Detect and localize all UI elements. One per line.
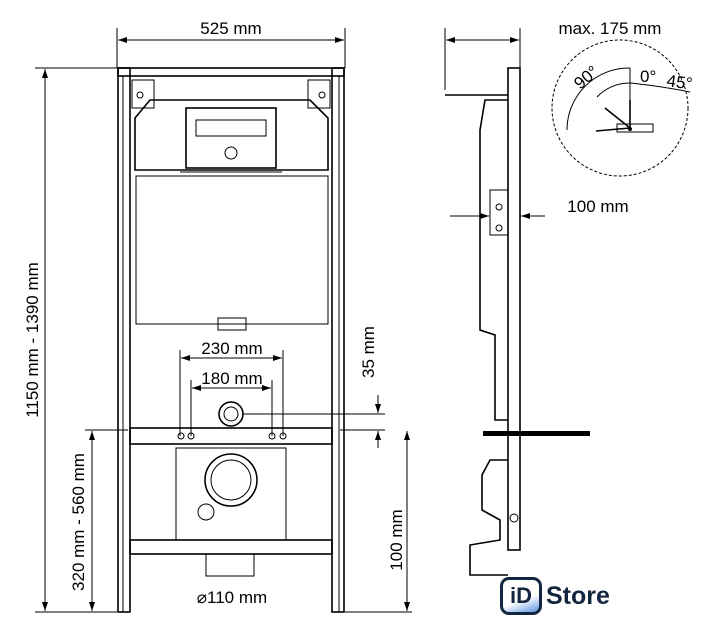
lower-height-label: 320 mm - 560 mm	[69, 453, 88, 591]
logo-text: Store	[546, 581, 610, 610]
angle-detail: 90° 0° 45°	[551, 39, 694, 177]
floor-bar	[483, 431, 590, 436]
inner-spacing-label: 180 mm	[201, 369, 262, 388]
angle-0-label: 0°	[640, 67, 656, 86]
height-dimension: 1150 mm - 1390 mm 320 mm - 560 mm	[23, 67, 128, 613]
drain-label: ⌀110 mm	[197, 588, 267, 607]
front-frame	[117, 67, 345, 613]
wall-label: 100 mm	[567, 197, 628, 216]
width-dimension: 525 mm	[116, 19, 346, 68]
idstore-logo: iD Store	[500, 577, 610, 615]
offset-dimension: 35 mm	[243, 326, 385, 448]
width-label: 525 mm	[200, 19, 261, 38]
spacing-dimensions: 230 mm 180 mm	[179, 339, 284, 436]
angle-90-label: 90°	[570, 62, 602, 93]
bottom-label: 100 mm	[387, 509, 406, 570]
offset-label: 35 mm	[359, 326, 378, 378]
side-view: max. 175 mm 100 mm	[444, 19, 662, 576]
bottom-dimension: 100 mm	[345, 431, 412, 613]
depth-label: max. 175 mm	[559, 19, 662, 38]
angle-45-label: 45°	[665, 71, 693, 93]
logo-mark: iD	[500, 577, 542, 615]
height-label: 1150 mm - 1390 mm	[23, 262, 42, 418]
outer-spacing-label: 230 mm	[201, 339, 262, 358]
